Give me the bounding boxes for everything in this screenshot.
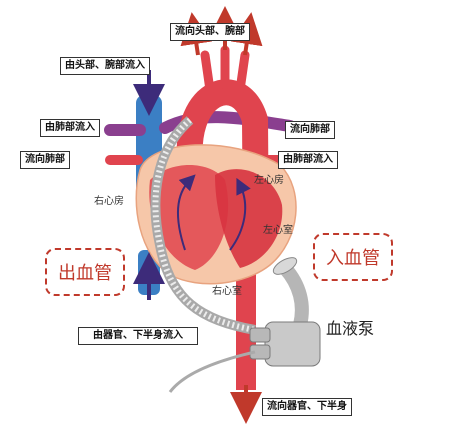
label-right-ventricle: 右心室	[212, 286, 242, 297]
aortic-arch	[176, 79, 269, 251]
label-left-ventricle: 左心室	[263, 225, 293, 236]
arrow-right-heart-flow	[177, 174, 196, 251]
label-right-atrium: 右心房	[94, 196, 124, 207]
right-heart-chambers	[149, 165, 229, 270]
label-from-head-arms: 由头部、腕部流入	[60, 57, 150, 75]
blood-pump-device	[264, 321, 321, 367]
label-from-lung-right: 由肺部流入	[278, 151, 338, 169]
driveline	[168, 350, 256, 393]
label-blood-pump: 血液泵	[326, 319, 375, 338]
aortic-branches	[200, 45, 250, 95]
left-heart-chambers	[215, 169, 283, 268]
label-inflow-cannula: 入血管	[313, 233, 393, 281]
label-left-atrium: 左心房	[254, 175, 284, 186]
arrow-left-heart-flow	[229, 177, 251, 251]
label-to-head-arms: 流向头部、腕部	[170, 23, 250, 41]
label-to-lung-left: 流向肺部	[20, 151, 70, 169]
label-from-lung-left: 由肺部流入	[40, 119, 100, 137]
pulmonary-artery	[104, 111, 296, 136]
label-outflow-cannula: 出血管	[45, 248, 125, 296]
label-to-organs-lower: 流向器官、下半身	[262, 398, 352, 416]
label-from-organs-lower: 由器官、下半身流入	[78, 327, 198, 345]
label-to-lung-right: 流向肺部	[285, 121, 335, 139]
inflow-cannula-tube	[279, 263, 309, 327]
